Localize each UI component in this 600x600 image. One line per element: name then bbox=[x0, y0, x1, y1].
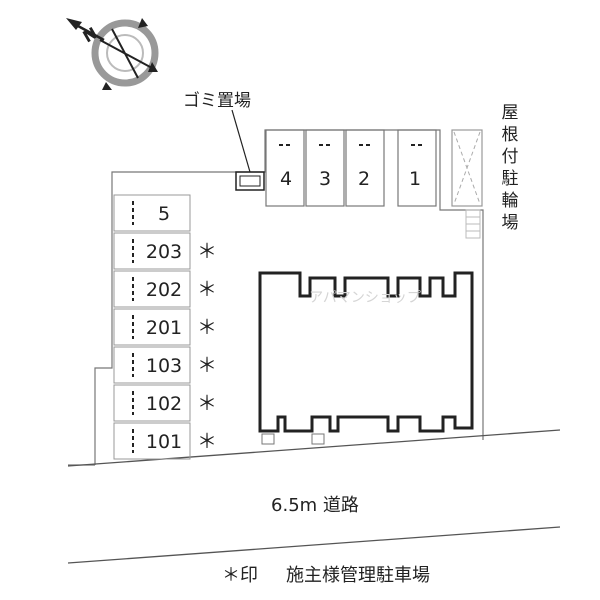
parking-space-4: 4 bbox=[280, 168, 292, 190]
bicycle-label-char-5: 輪 bbox=[502, 191, 519, 211]
parking-space-203: 203 bbox=[146, 241, 182, 263]
bicycle-label-char-2: 根 bbox=[502, 125, 519, 145]
bicycle-label-char-1: 屋 bbox=[502, 103, 519, 123]
bicycle-shed-label: 屋 根 付 駐 輪 場 bbox=[502, 103, 519, 233]
owner-managed-mark: ＊ bbox=[197, 239, 217, 263]
bicycle-label-char-6: 場 bbox=[502, 213, 519, 233]
parking-space-1: 1 bbox=[409, 168, 421, 190]
bicycle-label-char-3: 付 bbox=[502, 147, 519, 167]
garbage-leader-line bbox=[231, 109, 251, 173]
road-edge-bottom bbox=[67, 526, 561, 564]
owner-managed-mark: ＊ bbox=[197, 353, 217, 377]
parking-space-102: 102 bbox=[146, 393, 182, 415]
parking-top-group bbox=[265, 129, 437, 207]
parking-space-2: 2 bbox=[358, 168, 370, 190]
parking-space-101: 101 bbox=[146, 431, 182, 453]
parking-space-5: 5 bbox=[158, 203, 170, 225]
bicycle-shed bbox=[451, 129, 483, 239]
building-outline bbox=[258, 271, 474, 445]
site-boundary bbox=[94, 129, 484, 465]
bicycle-label-char-4: 駐 bbox=[502, 169, 519, 189]
parking-left-group bbox=[113, 194, 191, 460]
parking-space-202: 202 bbox=[146, 279, 182, 301]
road-label: 6.5m 道路 bbox=[271, 495, 359, 516]
owner-managed-mark: ＊ bbox=[197, 315, 217, 339]
owner-managed-mark: ＊ bbox=[197, 391, 217, 415]
parking-space-3: 3 bbox=[319, 168, 331, 190]
garbage-area-label: ゴミ置場 bbox=[183, 90, 251, 111]
legend-mark: ＊印 bbox=[222, 565, 258, 586]
owner-managed-mark: ＊ bbox=[197, 277, 217, 301]
legend-text: 施主様管理駐車場 bbox=[286, 565, 430, 586]
owner-managed-mark: ＊ bbox=[197, 429, 217, 453]
compass-rose-icon bbox=[66, 18, 159, 90]
watermark: アパマンショップ bbox=[309, 290, 421, 306]
road-edge-top bbox=[67, 429, 561, 467]
parking-space-201: 201 bbox=[146, 317, 182, 339]
parking-space-103: 103 bbox=[146, 355, 182, 377]
